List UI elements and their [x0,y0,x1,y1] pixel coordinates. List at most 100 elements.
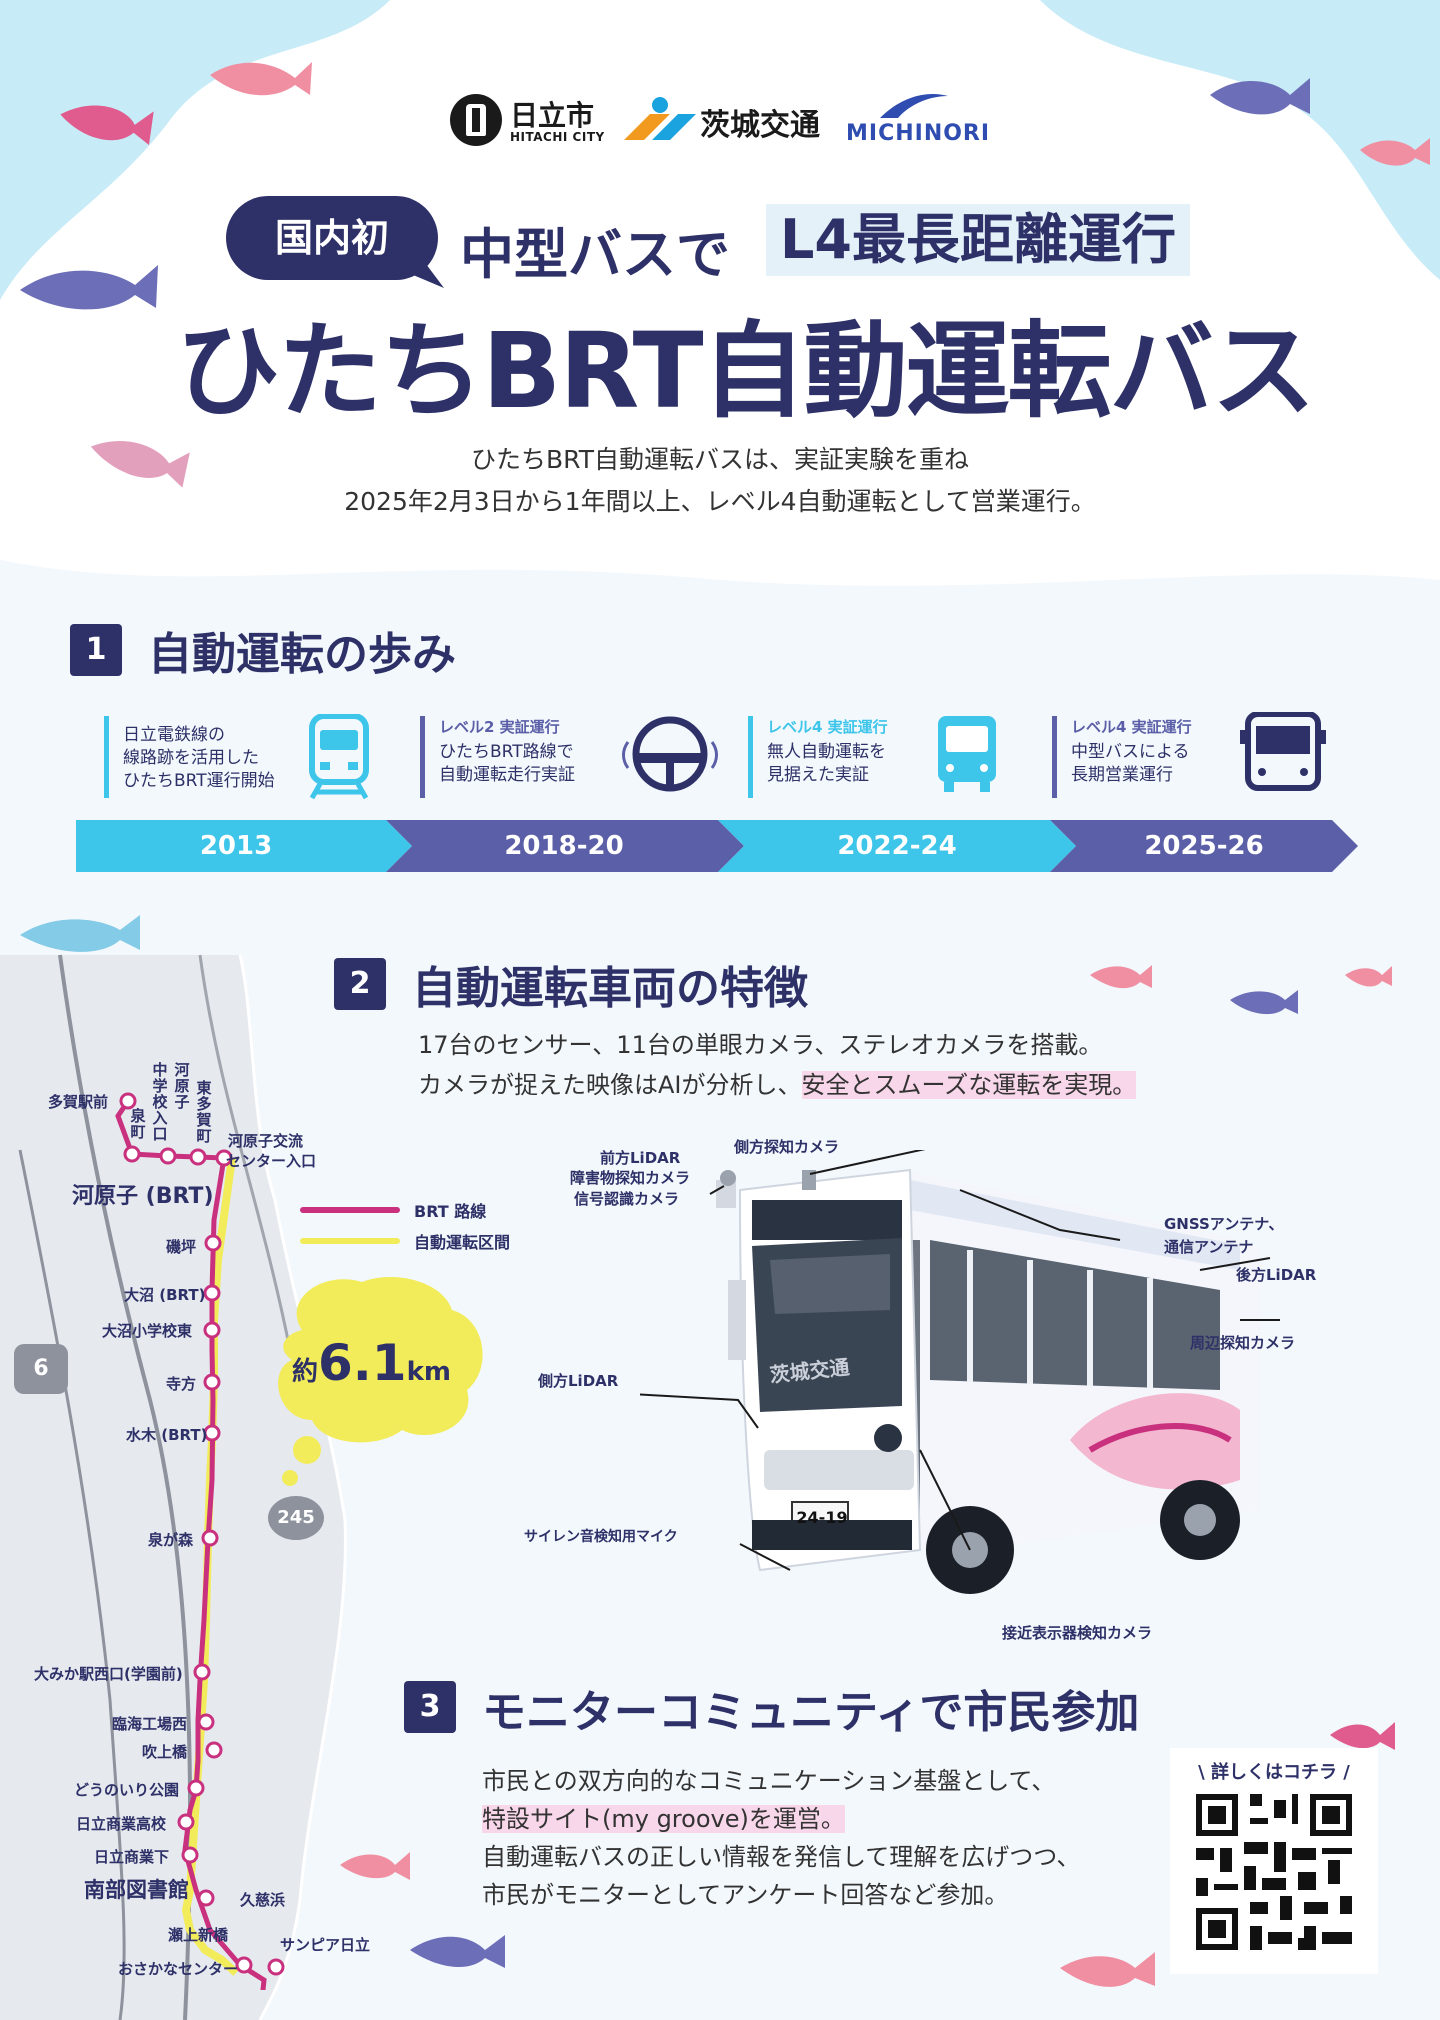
stop-shogyo-shita: 日立商業下 [94,1848,170,1866]
stop-dounoiri: どうのいり公園 [74,1781,180,1799]
stop-omika: 大みか駅西口(学園前) [34,1665,183,1683]
timeline-item-2018-20: レベル2 実証運行 ひたちBRT路線で 自動運転走行実証 [420,716,575,798]
section2-text-2a: カメラが捉えた映像はAIが分析し、 [418,1071,802,1099]
label-around-camera: 周辺探知カメラ [1190,1334,1296,1352]
label-side-lidar: 側方LiDAR [538,1372,619,1390]
distance-value: 6.1 [318,1334,407,1392]
section2-text-2: カメラが捉えた映像はAIが分析し、安全とスムーズな運転を実現。 [418,1066,1137,1104]
qr-card[interactable]: \ 詳しくはコチラ / [1170,1748,1378,1974]
section2-number: 2 [334,958,386,1010]
section3-text-4: 市民がモニターとしてアンケート回答など参加。 [482,1881,1009,1909]
stop-rinkai: 臨海工場西 [112,1715,188,1733]
badge-text: 国内初 [274,216,389,260]
legend-auto-label: 自動運転区間 [414,1233,511,1252]
timeline-2022-text-2: 見据えた実証 [767,765,869,785]
timeline-item-2013: 日立電鉄線の 線路跡を活用した ひたちBRT運行開始 [104,716,275,798]
stop-sunpia: サンピア日立 [280,1936,371,1954]
qr-code-icon[interactable] [1196,1794,1352,1950]
distance-bubble [278,1277,483,1486]
timeline-item-2025-26: レベル4 実証運行 中型バスによる 長期営業運行 [1052,716,1192,798]
stop-izumi: 泉町 [130,1107,146,1141]
route-245-shield: 245 [268,1496,324,1540]
legend-brt-label: BRT 路線 [414,1202,487,1221]
timeline-2022-text-1: 無人自動運転を [767,742,886,762]
distance-unit: km [406,1357,451,1387]
section2-text-2b: 安全とスムーズな運転を実現。 [801,1071,1137,1099]
headline-line1-b: L4最長距離運行 [766,204,1190,276]
stop-osakana: おさかなセンター [118,1960,239,1978]
timeline-2018-text-1: ひたちBRT路線で [439,742,574,762]
qr-caption: \ 詳しくはコチラ / [1198,1762,1350,1783]
stop-onuma: 大沼 (BRT) [124,1286,206,1304]
bus-destination-sign: 茨城交通 [768,1354,851,1388]
timeline-2013-text-2: 線路跡を活用した [123,748,259,768]
section2-title: 自動運転車両の特徴 [412,963,808,1014]
hitachi-city-emblem-icon [450,94,502,146]
stop-library: 南部図書館 [84,1878,189,1902]
stop-izumigamori: 泉が森 [148,1531,194,1549]
autonomous-bus-image [640,1150,1280,1594]
stop-teragata: 寺方 [166,1375,197,1393]
timeline-year-2013: 2013 [199,831,273,861]
first-in-japan-badge: 国内初 [226,196,444,288]
steering-wheel-icon [622,716,718,792]
timeline-2025-caption: レベル4 実証運行 [1071,718,1192,736]
stop-kawarago-h: 河原子 [174,1061,190,1111]
brt-route-map [115,1092,285,1990]
label-approach-camera: 接近表示器検知カメラ [1002,1624,1153,1642]
label-side-camera: 側方探知カメラ [734,1138,840,1156]
intro-line-1: ひたちBRT自動運転バスは、実証実験を重ね [471,445,969,474]
distance-prefix: 約 [292,1357,319,1387]
stop-shogyo: 日立商業高校 [76,1815,167,1833]
timeline-2018-caption: レベル2 実証運行 [439,718,560,736]
headline-line1-a: 中型バスで [460,223,730,286]
timeline-year-2018-20: 2018-20 [504,831,624,861]
label-front-lidar: 前方LiDAR [600,1149,681,1167]
section1-title: 自動運転の歩み [148,629,456,680]
michinori-logo-text: MICHINORI [846,121,991,146]
hitachi-city-logo-en: HITACHI CITY [510,130,605,144]
timeline-2025-text-1: 中型バスによる [1071,742,1190,762]
stop-mizuki: 水木 (BRT) [126,1426,208,1444]
timeline-year-2022-24: 2022-24 [837,831,957,861]
label-gnss-antenna: GNSSアンテナ、 [1164,1215,1284,1233]
ibaraki-kotsu-logo-icon [624,97,696,140]
hitachi-city-logo-jp: 日立市 [510,99,595,132]
michinori-swoosh-icon [880,94,948,118]
section3-title: モニターコミュニティで市民参加 [482,1687,1140,1738]
train-icon [309,714,369,800]
timeline-item-2022-24: レベル4 実証運行 無人自動運転を 見据えた実証 [748,716,888,798]
timeline-2013-text-3: ひたちBRT運行開始 [123,771,275,791]
timeline-2025-text-2: 長期営業運行 [1071,765,1173,785]
timeline-year-2025-26: 2025-26 [1144,831,1264,861]
section3-text-2: 特設サイト(my groove)を運営。 [482,1805,845,1833]
ibaraki-kotsu-logo-text: 茨城交通 [700,108,820,143]
stop-fukiage: 吹上橋 [142,1743,188,1761]
timeline-2013-text-1: 日立電鉄線の [123,725,225,745]
timeline-2022-caption: レベル4 実証運行 [767,718,888,736]
label-signal-camera: 信号認識カメラ [574,1190,680,1208]
small-bus-icon [938,716,996,792]
distance-label: 約6.1km [292,1334,451,1392]
stop-taga: 多賀駅前 [48,1093,109,1111]
section3-text-3: 自動運転バスの正しい情報を発信して理解を広げつつ、 [482,1843,1081,1871]
section2-text-1: 17台のセンサー、11台の単眼カメラ、ステレオカメラを搭載。 [418,1031,1103,1059]
label-obstacle-camera: 障害物探知カメラ [570,1169,691,1187]
stop-chugakko: 中学校入口 [152,1061,168,1143]
label-rear-lidar: 後方LiDAR [1236,1266,1317,1284]
page-title: ひたちBRT自動運転バス [176,310,1316,432]
stop-higashitaga: 東多賀町 [196,1079,212,1145]
stop-segami: 瀬上新橋 [168,1926,229,1944]
stop-kouryu-2: センター入口 [226,1152,317,1170]
timeline-2018-text-2: 自動運転走行実証 [439,765,575,785]
bus-license-plate: 24-19 [796,1508,848,1527]
stop-kouryu-1: 河原子交流 [228,1132,304,1150]
section3-text-2-wrap: 特設サイト(my groove)を運営。 [482,1800,845,1838]
legend-brt-swatch [300,1207,400,1213]
section1-number: 1 [70,624,122,676]
label-siren-mic: サイレン音検知用マイク [524,1529,678,1545]
intro-line-2: 2025年2月3日から1年間以上、レベル4自動運転として営業運行。 [344,487,1096,516]
mid-bus-icon [1240,712,1326,791]
route-6-shield: 6 [14,1344,68,1394]
